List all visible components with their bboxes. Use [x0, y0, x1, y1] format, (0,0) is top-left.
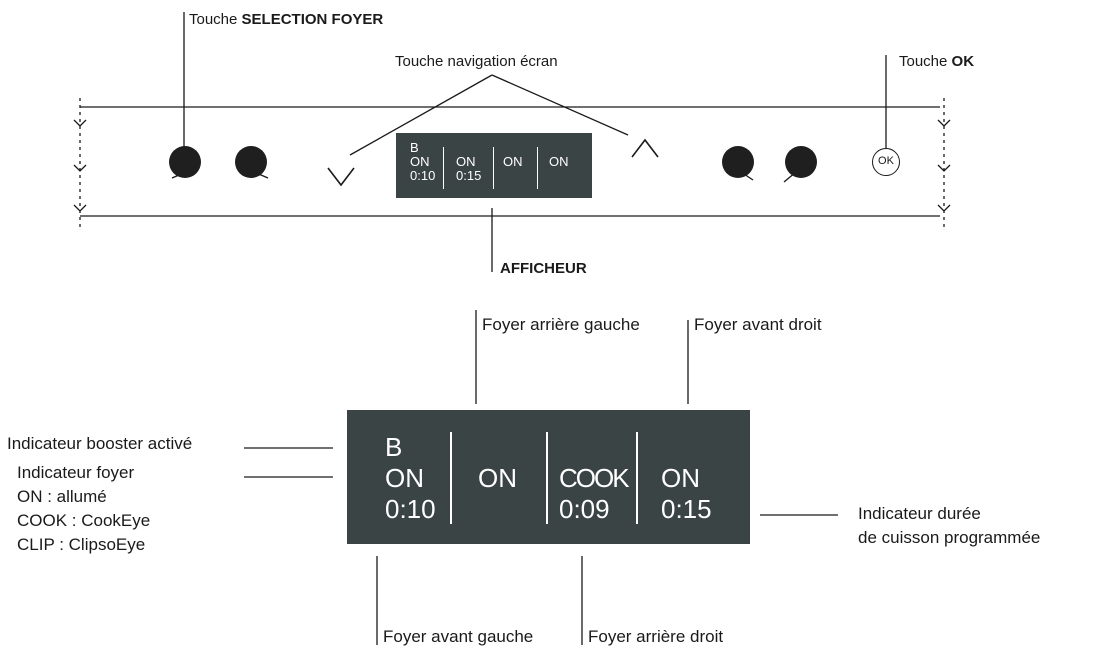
- small-col-2: ON 0:15: [456, 154, 482, 183]
- small-col-3: ON: [503, 154, 523, 169]
- large-col-1: B ON 0:10: [385, 432, 436, 524]
- large-sep-1: [450, 432, 452, 524]
- label-front-right: Foyer avant droit: [694, 315, 822, 334]
- leader-nav-left: [349, 74, 493, 156]
- chevron-down-icon: [327, 167, 355, 187]
- small-col-1: B ON 0:10: [410, 140, 436, 183]
- label-selection-foyer: Touche SELECTION FOYER: [189, 11, 384, 28]
- nav-up-button[interactable]: [626, 134, 664, 164]
- large-sep-2: [546, 432, 548, 524]
- small-sep-3: [537, 147, 538, 189]
- label-ok: Touche OK: [899, 53, 975, 70]
- panel-left-break-marks: [73, 119, 87, 212]
- large-sep-3: [636, 432, 638, 524]
- label-front-left: Foyer avant gauche: [383, 627, 534, 646]
- ok-button[interactable]: OK: [872, 148, 900, 176]
- small-sep-1: [443, 147, 444, 189]
- label-indicator-legend: Indicateur foyer ON : allumé COOK : Cook…: [17, 463, 151, 554]
- display-small: B ON 0:10 ON 0:15 ON ON: [396, 133, 592, 198]
- small-sep-2: [493, 147, 494, 189]
- display-large: B ON 0:10 ON COOK 0:09 ON 0:15: [347, 410, 750, 544]
- label-afficheur: AFFICHEUR: [500, 260, 587, 277]
- knob-selection-2[interactable]: [235, 146, 267, 178]
- leader-nav-right: [491, 74, 629, 136]
- knob-selection-3[interactable]: [722, 146, 754, 178]
- large-col-4: ON 0:15: [661, 463, 712, 524]
- label-duration: Indicateur durée de cuisson programmée: [858, 504, 1041, 547]
- small-col-4: ON: [549, 154, 569, 169]
- label-booster: Indicateur booster activé: [7, 434, 193, 453]
- panel-right-break-marks: [937, 119, 951, 212]
- knob-selection-4[interactable]: [785, 146, 817, 178]
- chevron-up-icon: [631, 138, 659, 158]
- label-rear-left: Foyer arrière gauche: [482, 315, 640, 334]
- label-rear-right: Foyer arrière droit: [588, 627, 724, 646]
- label-navigation: Touche navigation écran: [395, 53, 558, 70]
- knob-selection-1[interactable]: [169, 146, 201, 178]
- large-col-3: COOK 0:09: [559, 463, 630, 524]
- nav-down-button[interactable]: [322, 160, 360, 192]
- large-col-2: ON: [478, 463, 517, 493]
